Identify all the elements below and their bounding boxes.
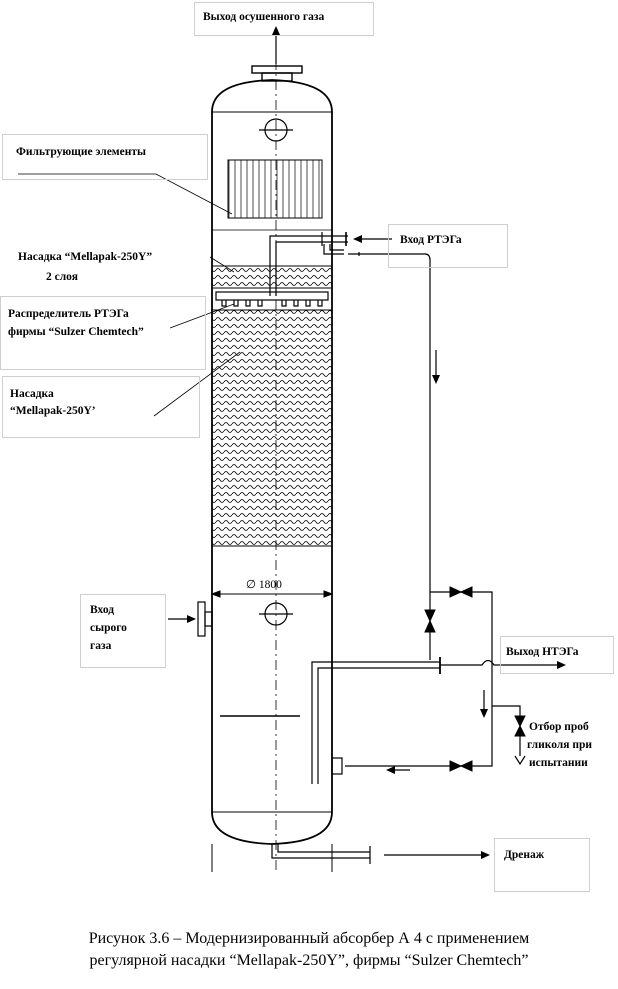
label-packing-main-2: “Mellapak-250Y’ (10, 405, 96, 417)
label-outlet-nteg: Выход НТЭГа (506, 646, 579, 658)
rteg-supply-line (348, 253, 431, 592)
label-packing-top-2: 2 слоя (46, 271, 78, 283)
label-filter-elements: Фильтрующие элементы (16, 146, 146, 158)
label-sampling-1: Отбор проб (529, 721, 589, 733)
valve-loop (345, 591, 493, 767)
label-drain: Дренаж (504, 849, 545, 861)
label-sampling-2: гликоля при (527, 739, 592, 751)
box-outlet-nteg (500, 636, 614, 674)
manhole-top (259, 118, 293, 142)
valve-sampling (514, 715, 526, 737)
box-packing-main (2, 376, 200, 438)
box-filter-elements (2, 134, 208, 180)
box-drain (494, 838, 590, 892)
label-outlet-dry-gas: Выход осушенного газа (203, 11, 325, 23)
valve-vertical (424, 609, 436, 633)
packing-main (211, 309, 333, 547)
label-distributor-1: Распределитель РТЭГа (8, 308, 129, 320)
sampling-branch (492, 705, 526, 766)
leader-lines (18, 173, 241, 417)
drain-pipe (271, 844, 371, 864)
packing-top (211, 265, 333, 289)
label-diameter: ∅ 1800 (246, 579, 282, 591)
rteg-inlet-pipe (269, 232, 360, 296)
label-inlet-rteg: Вход РТЭГа (400, 234, 462, 246)
nteg-outlet-pipe (311, 657, 560, 784)
label-distributor-2: фирмы “Sulzer Chemtech” (8, 326, 144, 338)
caption-line-1: Рисунок 3.6 – Модернизированный абсорбер… (88, 930, 530, 947)
raw-gas-nozzle (197, 601, 213, 637)
label-packing-main-1: Насадка (10, 388, 54, 400)
box-outlet-dry-gas (194, 2, 374, 36)
diameter-dimension (210, 590, 334, 598)
label-inlet-raw-2: сырого (90, 622, 127, 634)
valve-bottom-right (449, 760, 473, 772)
distributor (215, 291, 329, 307)
box-inlet-raw (80, 594, 166, 668)
box-inlet-rteg (388, 224, 508, 268)
box-distributor (0, 296, 206, 370)
filter-elements (227, 159, 323, 219)
label-sampling-3: испытании (529, 757, 588, 769)
figure-caption: Рисунок 3.6 – Модернизированный абсорбер… (0, 928, 618, 972)
return-nozzle (331, 757, 343, 775)
caption-line-2: регулярной насадки “Mellapak-250Y”, фирм… (89, 952, 529, 969)
label-inlet-raw-1: Вход (90, 604, 115, 616)
label-packing-top-1: Насадка “Mellapak-250Y” (18, 251, 153, 263)
manhole-bottom (259, 602, 293, 626)
top-nozzle (251, 65, 303, 82)
valve-top-right (449, 586, 473, 598)
label-inlet-raw-3: газа (90, 640, 112, 652)
